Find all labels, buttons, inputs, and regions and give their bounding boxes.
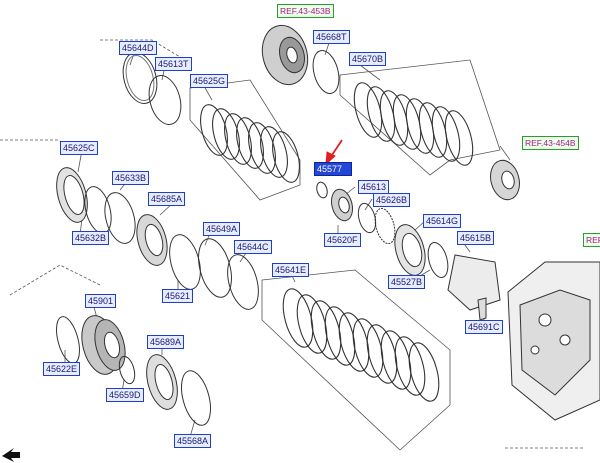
label-45613[interactable]: 45613 <box>358 180 390 194</box>
label-45621[interactable]: 45621 <box>162 289 194 303</box>
group-bracket-left-2 <box>9 264 101 296</box>
gear-assembly-right <box>490 159 520 201</box>
clutch-plates-45641e <box>282 288 440 402</box>
transmission-case <box>507 261 600 421</box>
label-45620f[interactable]: 45620F <box>324 233 361 247</box>
ring-45614g <box>427 241 449 279</box>
snap-ring-45633b <box>104 192 136 244</box>
label-45626b[interactable]: 45626B <box>373 193 411 207</box>
ref-label-case[interactable]: REF <box>583 233 600 247</box>
clutch-pack-frame-upper <box>189 79 301 201</box>
label-45568a[interactable]: 45568A <box>174 434 212 448</box>
snap-ring-45668t <box>312 50 340 94</box>
label-45633b[interactable]: 45633B <box>112 171 150 185</box>
snap-ring-45621 <box>169 234 201 290</box>
snap-ring-45613t <box>148 75 182 125</box>
housing-45615b <box>447 254 501 311</box>
washer-45577 <box>316 181 328 199</box>
pointer-arrow <box>325 139 343 166</box>
label-45577-selected[interactable]: 45577 <box>314 162 352 176</box>
snap-ring-45659d <box>118 355 136 385</box>
ring-45644c <box>227 254 259 310</box>
label-45659d[interactable]: 45659D <box>106 388 144 402</box>
label-45644c[interactable]: 45644C <box>234 240 272 254</box>
label-45685a[interactable]: 45685A <box>148 192 186 206</box>
orientation-arrow <box>2 448 20 462</box>
label-45614g[interactable]: 45614G <box>423 214 462 228</box>
label-45632b[interactable]: 45632B <box>72 231 110 245</box>
label-45901[interactable]: 45901 <box>85 294 117 308</box>
label-45644d[interactable]: 45644D <box>119 41 157 55</box>
group-bracket-top-left <box>100 39 186 61</box>
sun-gear-45620f <box>357 202 377 234</box>
ref-label-43-453b[interactable]: REF.43-453B <box>277 4 334 18</box>
clutch-plates-45670b <box>353 82 474 166</box>
ring-45649a <box>198 238 232 298</box>
ref-label-43-454b[interactable]: REF.43-454B <box>522 136 579 150</box>
label-45668t[interactable]: 45668T <box>313 30 350 44</box>
label-45613t[interactable]: 45613T <box>155 57 192 71</box>
label-45649a[interactable]: 45649A <box>203 222 241 236</box>
gear-assembly-top <box>261 24 309 86</box>
clutch-plates-45625g <box>200 104 300 183</box>
ring-gear-45626b <box>374 207 396 245</box>
snap-ring-45622e <box>56 316 80 364</box>
bolt-45691c <box>477 297 487 321</box>
clutch-pack-frame-lower <box>261 269 451 451</box>
label-45670b[interactable]: 45670B <box>349 52 387 66</box>
label-45625g[interactable]: 45625G <box>190 74 229 88</box>
label-45622e[interactable]: 45622E <box>43 362 81 376</box>
label-45615b[interactable]: 45615B <box>457 231 495 245</box>
label-45641e[interactable]: 45641E <box>272 263 310 277</box>
snap-ring-45568a <box>181 370 211 426</box>
clutch-pack-frame-right <box>339 59 501 176</box>
label-45625c[interactable]: 45625C <box>60 141 98 155</box>
label-45689a[interactable]: 45689A <box>147 335 185 349</box>
label-45527b[interactable]: 45527B <box>388 275 426 289</box>
label-45691c[interactable]: 45691C <box>465 320 503 334</box>
